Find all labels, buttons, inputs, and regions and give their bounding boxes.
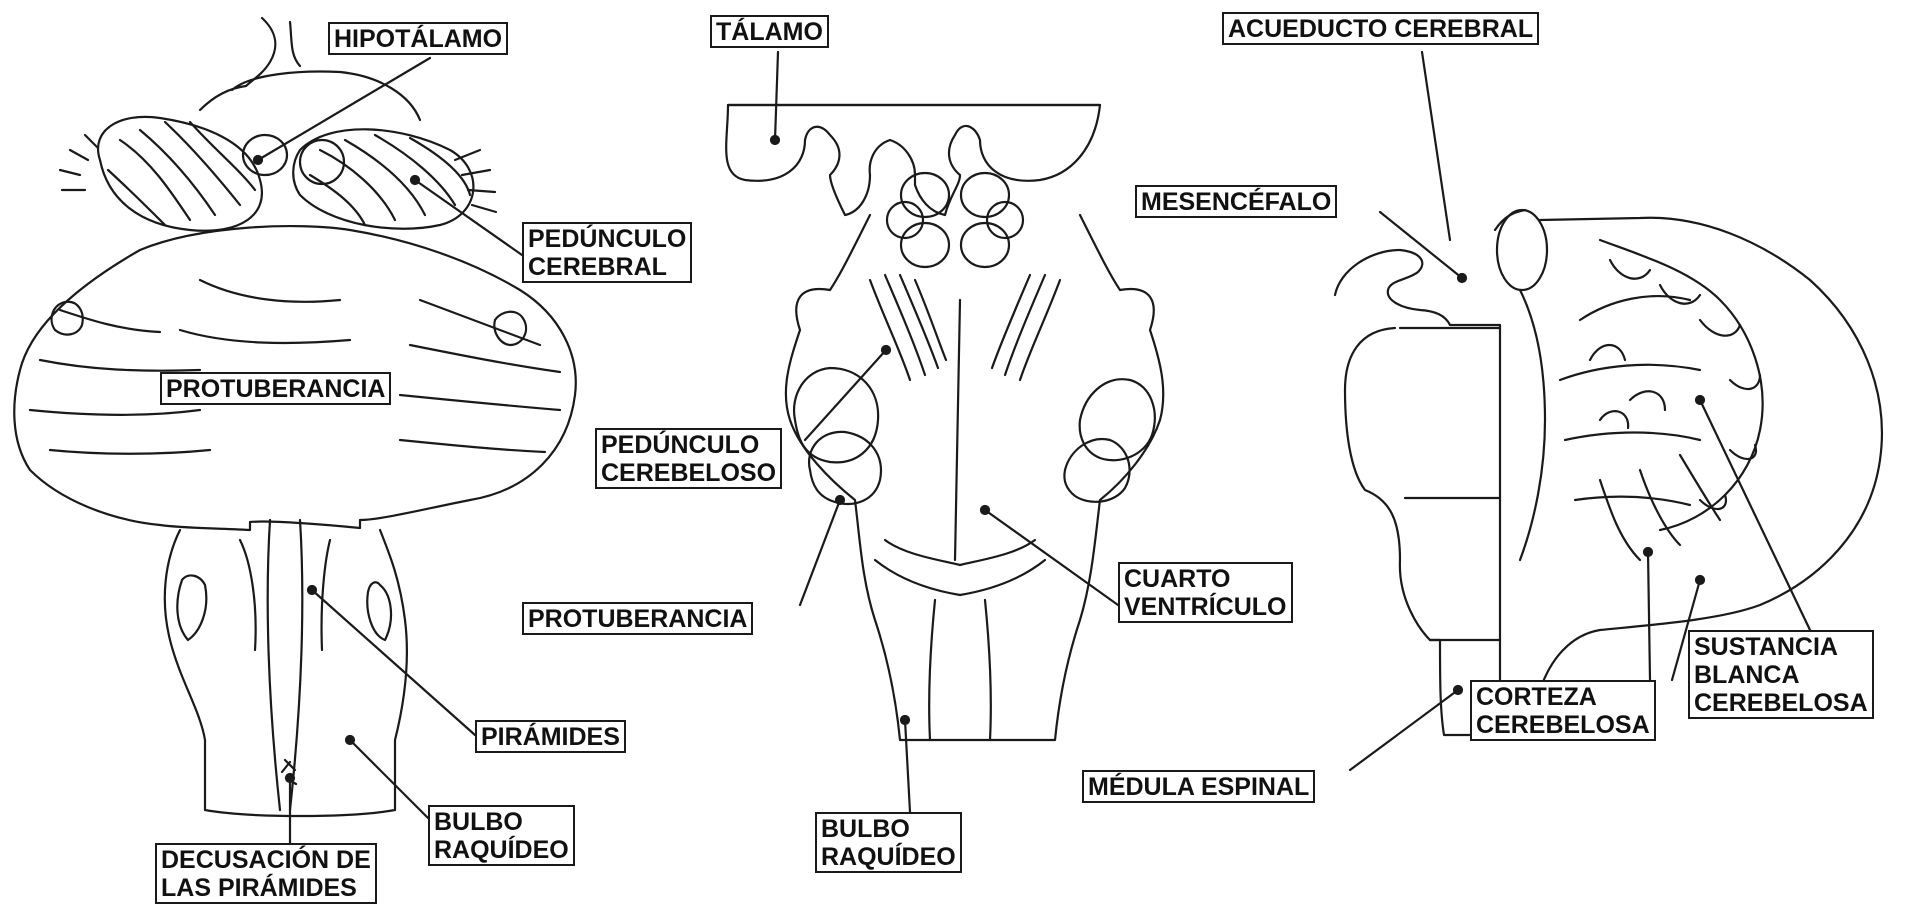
olive-right (366, 581, 393, 642)
colliculus-sagittal (1495, 208, 1549, 292)
label-sustancia-blanca: SUSTANCIA BLANCA CEREBELOSA (1688, 630, 1874, 719)
label-decusacion: DECUSACIÓN DE LAS PIRÁMIDES (155, 843, 377, 904)
brainstem-dorsal (784, 213, 1165, 742)
label-piramides: PIRÁMIDES (475, 720, 626, 753)
label-medula: MÉDULA ESPINAL (1082, 770, 1316, 803)
cerebellum-outline (1498, 216, 1884, 737)
label-pedunculo-cerebeloso: PEDÚNCULO CEREBELOSO (595, 428, 783, 489)
label-hipotalamo: HIPOTÁLAMO (328, 22, 509, 55)
label-acueducto: ACUEDUCTO CEREBRAL (1222, 12, 1540, 45)
label-protuberancia-dorsal: PROTUBERANCIA (522, 602, 754, 635)
fourth-ventricle-line (1518, 288, 1547, 562)
label-bulbo-ventral: BULBO RAQUÍDEO (428, 805, 575, 866)
pons-outline (13, 224, 577, 532)
dorsal-view (725, 50, 1165, 814)
left-peduncle (97, 115, 263, 232)
mammillary-left (241, 133, 289, 177)
olive-left (176, 574, 208, 642)
label-talamo: TÁLAMO (710, 15, 829, 48)
label-cuarto-ventriculo: CUARTO VENTRÍCULO (1118, 562, 1293, 623)
colliculus-3 (899, 221, 951, 269)
label-mesencefalo: MESENCÉFALO (1135, 185, 1338, 218)
medulla-left (163, 528, 409, 818)
thalamus-shape (725, 103, 1102, 217)
optic-tracts (198, 70, 422, 122)
right-peduncle (292, 128, 475, 230)
colliculus-4 (959, 221, 1011, 269)
sagittal-section (1333, 50, 1884, 772)
mammillary-right (298, 138, 346, 186)
label-pedunculo-cerebral: PEDÚNCULO CEREBRAL (522, 222, 693, 283)
label-corteza: CORTEZA CEREBELOSA (1470, 680, 1656, 741)
colliculus-2 (959, 171, 1011, 219)
colliculus-1 (899, 171, 951, 219)
label-protuberancia-ventral: PROTUBERANCIA (160, 372, 392, 405)
label-bulbo-dorsal: BULBO RAQUÍDEO (815, 812, 962, 873)
ventral-view (13, 16, 577, 847)
brainstem-column (1343, 323, 1502, 737)
